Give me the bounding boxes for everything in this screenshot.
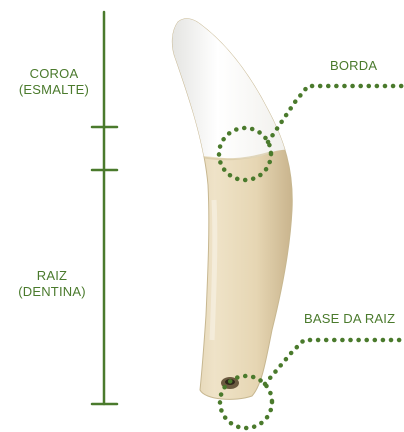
tooth-image [150, 0, 320, 399]
root-label: RAIZ (DENTINA) [10, 268, 94, 300]
root-base-label: BASE DA RAIZ [304, 311, 395, 327]
crown-label-line1: COROA [12, 66, 96, 82]
tooth-crown-enamel [150, 0, 320, 159]
crown-label: COROA (ESMALTE) [12, 66, 96, 98]
edge-label: BORDA [330, 58, 377, 74]
root-label-line2: (DENTINA) [10, 284, 94, 300]
crown-label-line2: (ESMALTE) [12, 82, 96, 98]
root-label-line1: RAIZ [10, 268, 94, 284]
